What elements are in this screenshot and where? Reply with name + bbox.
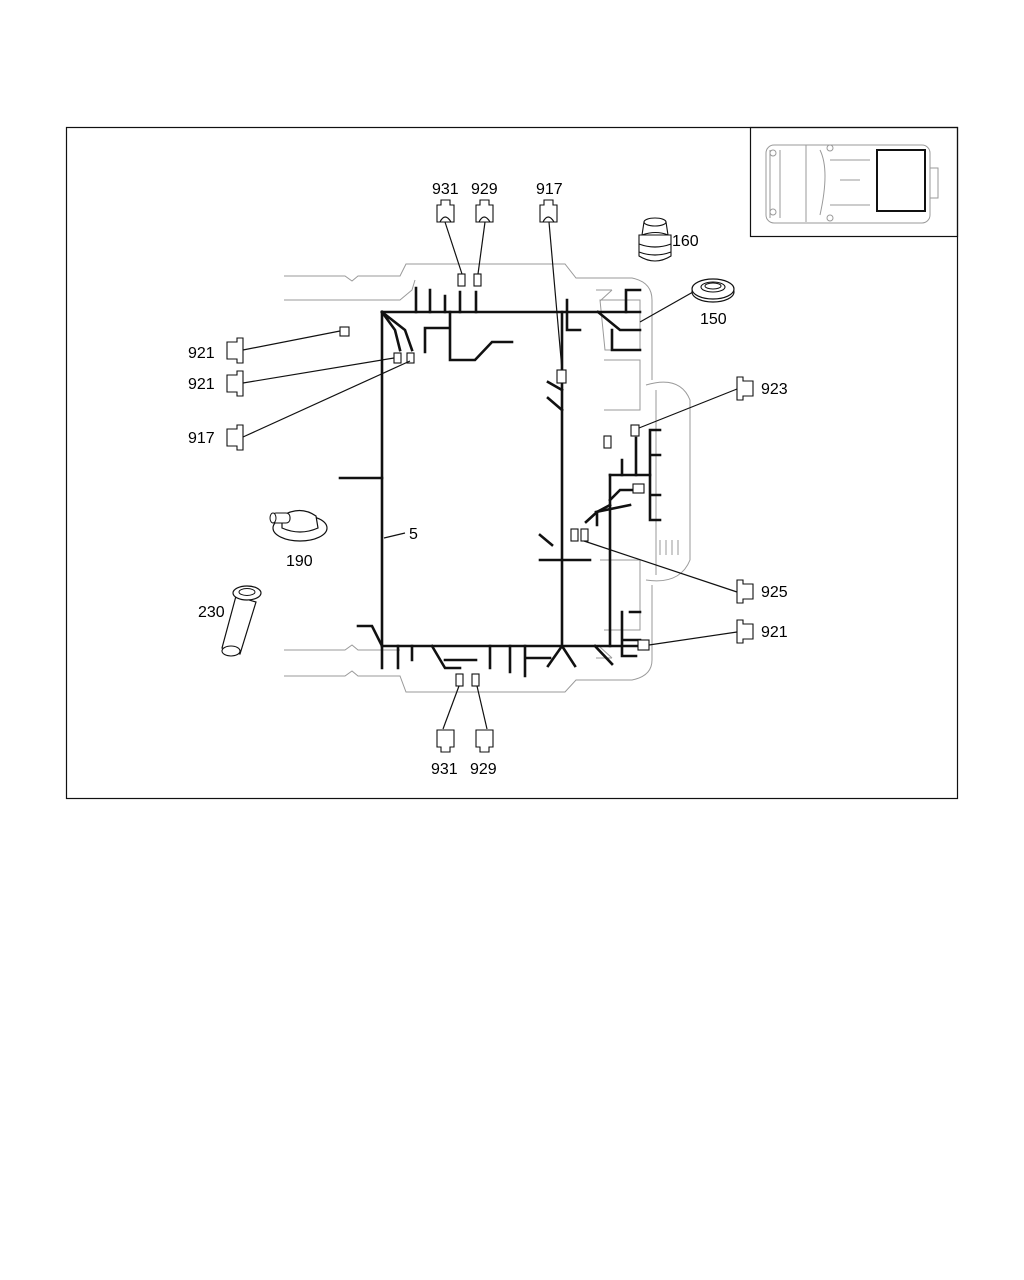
vehicle-locator-inset bbox=[749, 126, 959, 238]
connector-icon-left-917 bbox=[226, 424, 244, 451]
connector-icon-top-929 bbox=[475, 199, 494, 223]
callout-top-931: 931 bbox=[432, 181, 459, 198]
callout-top-917: 917 bbox=[536, 181, 563, 198]
callout-part-230: 230 bbox=[198, 604, 225, 621]
callout-left-921-a: 921 bbox=[188, 345, 215, 362]
callout-left-921-b: 921 bbox=[188, 376, 215, 393]
connector-icon-top-931 bbox=[436, 199, 455, 223]
connector-icon-bottom-931 bbox=[436, 729, 455, 753]
connector-icon-right-925 bbox=[736, 579, 754, 604]
harness-connectors bbox=[339, 273, 650, 687]
connector-icon-right-923 bbox=[736, 376, 754, 401]
callout-top-929: 929 bbox=[471, 181, 498, 198]
callout-part-150: 150 bbox=[700, 311, 727, 328]
connector-icon-left-921-b bbox=[226, 370, 244, 397]
harness-5 bbox=[338, 286, 662, 678]
connector-icon-left-921-a bbox=[226, 337, 244, 364]
connector-icon-right-921 bbox=[736, 619, 754, 644]
callout-part-190: 190 bbox=[286, 553, 313, 570]
part-150-grommet-icon bbox=[691, 278, 735, 303]
callout-left-917: 917 bbox=[188, 430, 215, 447]
callout-labels: 931 929 917 921 921 917 923 925 921 931 … bbox=[188, 181, 788, 778]
part-160-grommet-icon bbox=[638, 217, 672, 262]
part-190-plug-icon bbox=[269, 509, 328, 542]
connector-icon-bottom-929 bbox=[475, 729, 494, 753]
diagram-frame bbox=[65, 126, 959, 800]
callout-right-923: 923 bbox=[761, 381, 788, 398]
callout-harness-5: 5 bbox=[409, 526, 418, 543]
part-230-sleeve-icon bbox=[221, 585, 262, 657]
connector-icon-top-917 bbox=[539, 199, 558, 223]
callout-bottom-929: 929 bbox=[470, 761, 497, 778]
callout-bottom-931: 931 bbox=[431, 761, 458, 778]
callout-right-925: 925 bbox=[761, 584, 788, 601]
callout-part-160: 160 bbox=[672, 233, 699, 250]
connector-symbols bbox=[226, 199, 754, 753]
leader-lines bbox=[242, 221, 738, 730]
callout-right-921: 921 bbox=[761, 624, 788, 641]
